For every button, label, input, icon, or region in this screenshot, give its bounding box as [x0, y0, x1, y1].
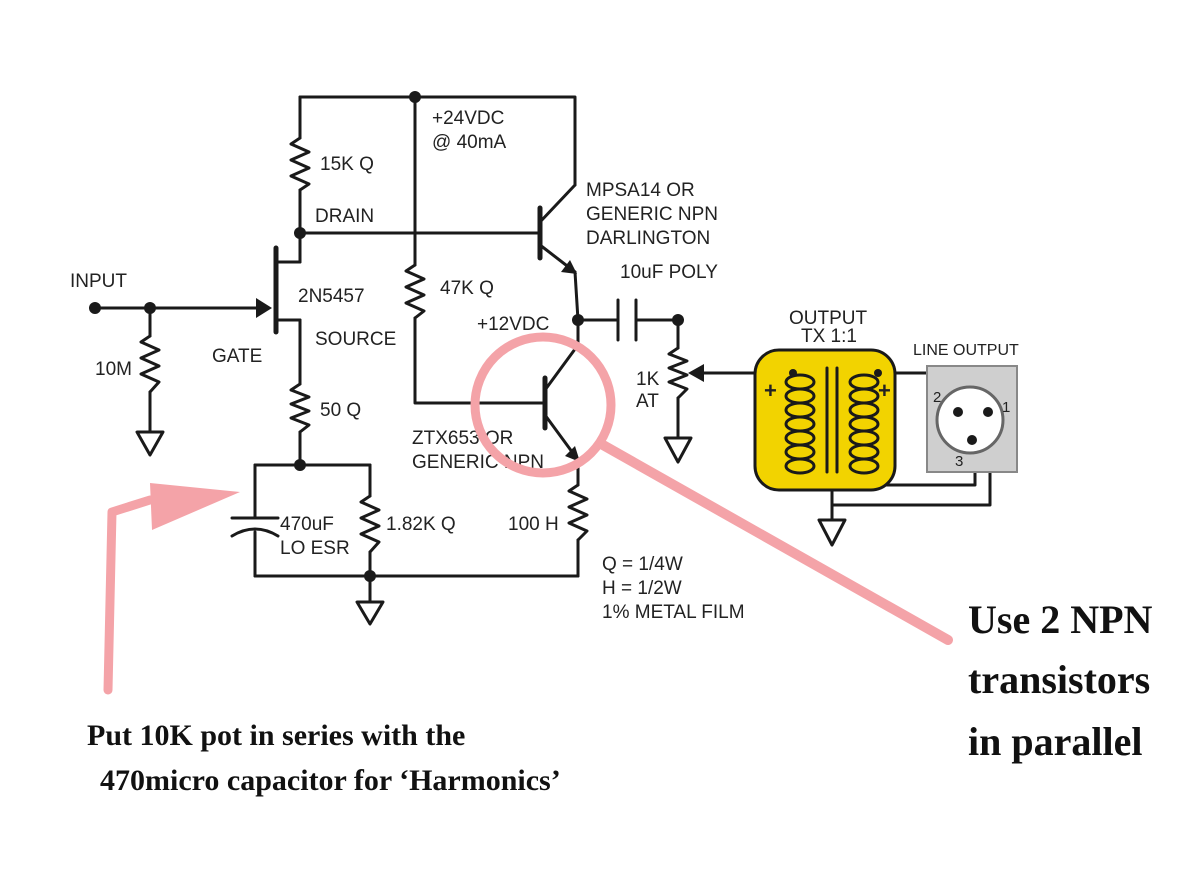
jfet-gate-arrow — [256, 298, 272, 318]
resistor-47k — [404, 263, 426, 320]
xlr-connector: 2 1 3 — [926, 365, 1018, 473]
hand-annotations — [103, 332, 953, 695]
ground-pot — [663, 436, 693, 464]
r-gate-label: 10M — [95, 359, 132, 380]
cap-bypass-label-1: 470uF — [280, 514, 334, 535]
mid-rail-label: +12VDC — [477, 314, 549, 335]
output-tx-label-2: TX 1:1 — [801, 326, 857, 347]
xlr-pin1-label: 1 — [1002, 399, 1010, 416]
supply-current-label: @ 40mA — [432, 132, 507, 153]
darlington-label-3: DARLINGTON — [586, 228, 710, 249]
npn-note-line-2: transistors — [968, 657, 1150, 702]
pot-1k — [667, 346, 689, 400]
xlr-pin2-label: 2 — [933, 389, 941, 406]
legend-line-3: 1% METAL FILM — [602, 602, 745, 623]
component-labels: +24VDC @ 40mA 15K Q DRAIN MPSA14 OR GENE… — [70, 108, 1019, 623]
primary-coil — [784, 373, 816, 475]
resistor-10m — [139, 334, 161, 394]
pointer-line-npn — [598, 440, 953, 645]
npn-transistor — [542, 343, 580, 462]
output-transformer: + + — [753, 348, 897, 492]
capacitor-470uf — [230, 516, 280, 538]
xlr-pin3-label: 3 — [955, 453, 963, 470]
ground-gate — [135, 430, 165, 457]
xlr-pin-2 — [953, 407, 963, 417]
arrow-to-capacitor — [103, 495, 155, 695]
notes: Use 2 NPN transistors in parallel Put 10… — [87, 597, 1153, 797]
drain-label: DRAIN — [315, 206, 374, 227]
resistor-50 — [289, 382, 311, 434]
ground-symbols — [135, 430, 847, 626]
npn-emitter-arrow — [565, 446, 580, 462]
legend-line-1: Q = 1/4W — [602, 554, 683, 575]
darlington-transistor — [537, 183, 577, 274]
gate-label: GATE — [212, 346, 262, 367]
primary-plus-label: + — [764, 378, 777, 403]
pot-label-1: 1K — [636, 369, 660, 390]
output-tx-label-1: OUTPUT — [789, 308, 868, 329]
source-label: SOURCE — [315, 329, 396, 350]
cap-bypass-label-2: LO ESR — [280, 538, 350, 559]
npn-note-line-1: Use 2 NPN — [968, 597, 1153, 642]
resistor-1-82k — [359, 494, 381, 554]
supply-voltage-label: +24VDC — [432, 108, 504, 129]
resistor-100 — [567, 483, 589, 542]
input-label: INPUT — [70, 271, 127, 292]
darlington-emitter-arrow — [561, 260, 577, 274]
jfet-label: 2N5457 — [298, 286, 365, 307]
secondary-plus-label: + — [878, 378, 891, 403]
r-bypass-label: 1.82K Q — [386, 514, 456, 535]
pot-wiper-arrow — [688, 364, 704, 382]
darlington-label-1: MPSA14 OR — [586, 180, 695, 201]
line-output-label: LINE OUTPUT — [913, 342, 1019, 359]
capacitors — [230, 298, 638, 538]
legend-line-2: H = 1/2W — [602, 578, 682, 599]
arrowhead-to-capacitor — [150, 483, 240, 530]
ground-bypass — [355, 600, 385, 626]
r-bias-label: 47K Q — [440, 278, 494, 299]
r-drain-label: 15K Q — [320, 154, 374, 175]
jfet-2n5457 — [256, 245, 302, 335]
resistors — [139, 136, 704, 554]
r-source-label: 50 Q — [320, 400, 361, 421]
secondary-coil — [848, 373, 880, 475]
npn-label-1: ZTX653 OR — [412, 428, 513, 449]
npn-note-line-3: in parallel — [968, 719, 1142, 764]
cap-note-line-1: Put 10K pot in series with the — [87, 719, 465, 752]
darlington-label-2: GENERIC NPN — [586, 204, 718, 225]
xlr-pin-3 — [967, 435, 977, 445]
highlight-circle — [470, 332, 616, 478]
r-emitter-label: 100 H — [508, 514, 559, 535]
cap-note-line-2: 470micro capacitor for ‘Harmonics’ — [100, 764, 561, 797]
pot-label-2: AT — [636, 391, 659, 412]
xlr-pin-1 — [983, 407, 993, 417]
ground-transformer — [817, 518, 847, 547]
resistor-15k — [289, 136, 311, 192]
cap-out-label: 10uF POLY — [620, 262, 718, 283]
capacitor-10uf — [616, 298, 638, 342]
